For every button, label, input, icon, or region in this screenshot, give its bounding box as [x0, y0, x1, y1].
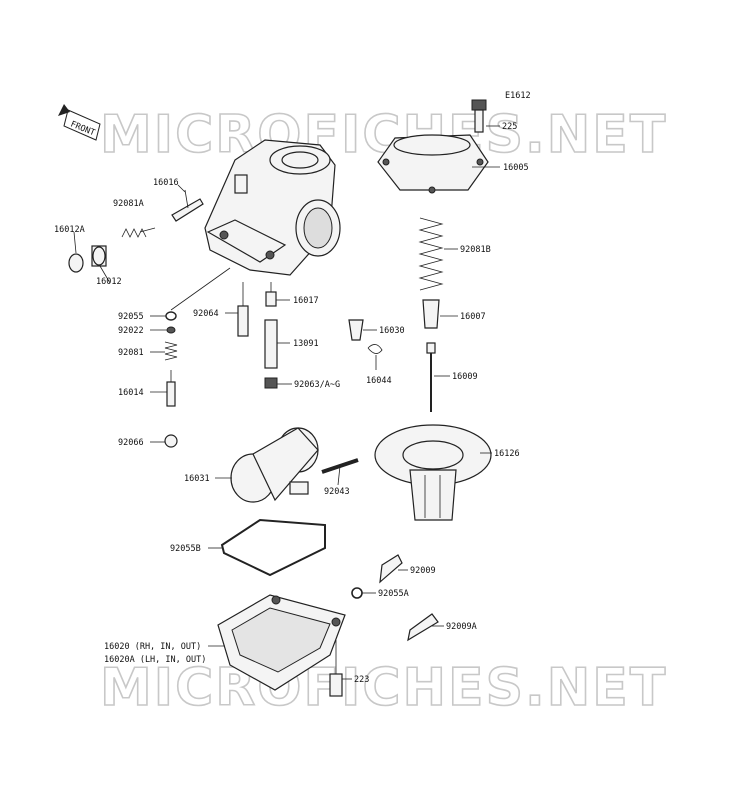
- leader-lines: [139, 125, 500, 680]
- part-16012-drawing: [91, 245, 107, 267]
- part-92081-drawing: [164, 341, 178, 361]
- label-16005: 16005: [503, 163, 529, 173]
- label-92055B: 92055B: [170, 544, 201, 554]
- part-92066-drawing: [164, 434, 178, 448]
- label-16012: 16012: [96, 277, 122, 287]
- label-16126: 16126: [494, 449, 520, 459]
- part-13091-drawing: [264, 319, 278, 369]
- part-16126-drawing: [374, 424, 492, 521]
- part-16005-drawing: [377, 134, 489, 194]
- part-16016-drawing: [171, 189, 204, 222]
- part-92022-drawing: [166, 326, 176, 334]
- part-16007-drawing: [422, 299, 440, 329]
- part-16009-drawing: [426, 342, 436, 412]
- part-16017-drawing: [265, 291, 277, 307]
- label-92063: 92063/A~G: [294, 380, 340, 390]
- label-16012A: 16012A: [54, 225, 85, 235]
- watermark-bottom: MICROFICHES.NET: [100, 658, 667, 718]
- label-92022: 92022: [118, 326, 144, 336]
- part-16044-drawing: [367, 344, 383, 354]
- part-16020-drawing: [217, 594, 346, 691]
- label-16007: 16007: [460, 312, 486, 322]
- label-92064: 92064: [193, 309, 219, 319]
- label-16017: 16017: [293, 296, 319, 306]
- part-92063-drawing: [264, 377, 278, 389]
- label-92081A: 92081A: [113, 199, 144, 209]
- label-16030: 16030: [379, 326, 405, 336]
- front-arrow-icon: FRONT: [58, 104, 101, 141]
- label-225: 225: [502, 122, 517, 132]
- label-92055: 92055: [118, 312, 144, 322]
- part-92055A-drawing: [351, 587, 363, 599]
- label-16020: 16020 (RH, IN, OUT): [104, 642, 201, 652]
- diagram-code: E1612: [505, 91, 531, 101]
- part-92055B-drawing: [220, 518, 326, 577]
- part-92009-drawing: [379, 554, 403, 584]
- label-223: 223: [354, 675, 369, 685]
- label-16014: 16014: [118, 388, 144, 398]
- carburetor-body-drawing: [204, 139, 341, 276]
- part-16014-drawing: [166, 370, 176, 407]
- part-223-drawing: [329, 673, 343, 697]
- part-92055-drawing: [165, 311, 177, 321]
- label-92009: 92009: [410, 566, 436, 576]
- part-16030-drawing: [348, 319, 364, 341]
- label-16009: 16009: [452, 372, 478, 382]
- label-92081B: 92081B: [460, 245, 491, 255]
- label-16031: 16031: [184, 474, 210, 484]
- part-92081A-drawing: [121, 228, 147, 238]
- part-16012A-drawing: [68, 253, 84, 273]
- part-16031-drawing: [230, 427, 319, 503]
- label-92009A: 92009A: [446, 622, 477, 632]
- label-16044: 16044: [366, 376, 392, 386]
- label-16020A: 16020A (LH, IN, OUT): [104, 655, 206, 665]
- label-92055A: 92055A: [378, 589, 409, 599]
- label-92066: 92066: [118, 438, 144, 448]
- part-92081B-drawing: [418, 217, 444, 291]
- part-92009A-drawing: [407, 613, 439, 642]
- label-13091: 13091: [293, 339, 319, 349]
- part-92064-drawing: [237, 282, 249, 337]
- part-225-drawing: [471, 99, 487, 133]
- label-92081: 92081: [118, 348, 144, 358]
- label-92043: 92043: [324, 487, 350, 497]
- label-16016: 16016: [153, 178, 179, 188]
